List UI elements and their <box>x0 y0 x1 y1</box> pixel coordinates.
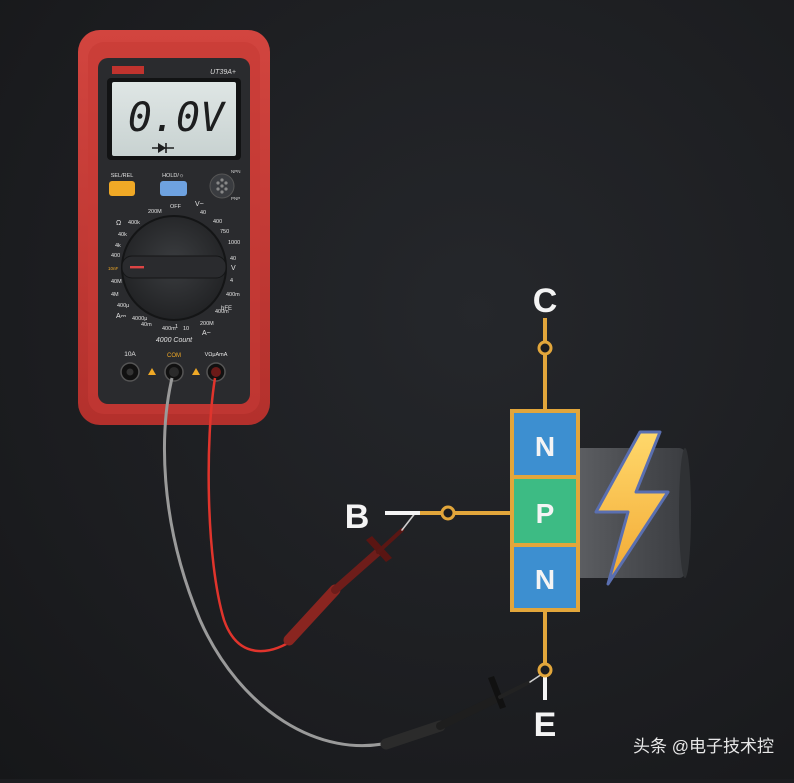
n-layer-bottom <box>514 547 576 608</box>
dial-hfe-label: hFE <box>221 306 232 312</box>
dial-aac-label: A~ <box>202 330 211 337</box>
dial-40-label: 40 <box>230 256 236 262</box>
hold-label: HOLD/☼ <box>162 173 184 179</box>
dial-off-label: OFF <box>170 204 182 210</box>
multimeter: UT39A+ 0.0V SEL/REL HOLD/☼ NPN PNP <box>78 30 270 425</box>
npn-label: NPN <box>231 169 241 174</box>
dial-40k-label: 40k <box>118 232 127 238</box>
dial-knob[interactable] <box>121 255 227 279</box>
sel-rel-label: SEL/REL <box>111 173 134 179</box>
dial-400ma-label: 400m <box>162 326 176 332</box>
dial-400v-label: 400 <box>213 219 222 225</box>
jack-v[interactable] <box>206 362 226 382</box>
count-label: 4000 Count <box>156 337 193 344</box>
dial-4m-label: 4M <box>111 292 119 298</box>
dial-400k-label: 400k <box>128 220 140 226</box>
dial-400-label: 400 <box>111 253 120 259</box>
jack-10a[interactable] <box>120 362 140 382</box>
dial-40m-label: 40M <box>111 279 122 285</box>
dial-400m-label: 400m <box>215 309 229 315</box>
collector-label: C <box>533 282 558 320</box>
lcd-reading: 0.0V <box>128 95 226 141</box>
dial-4000u-label: 4000μ <box>132 316 147 322</box>
lightning-icon <box>594 430 670 586</box>
dial-4k-label: 4k <box>115 243 121 249</box>
n-layer-top <box>514 413 576 475</box>
dial-40v-label: 40 <box>200 210 206 216</box>
jack-10a-label: 10A <box>124 351 136 358</box>
dial-1-label: 1 <box>175 324 178 330</box>
model-label: UT39A+ <box>210 69 236 76</box>
jack-v-label: VΩμAmA <box>205 352 228 358</box>
p-layer <box>514 479 576 543</box>
p-label: P <box>536 498 555 529</box>
dial-adc-label: A⎓ <box>116 313 127 320</box>
base-label: B <box>345 498 370 536</box>
emitter-label: E <box>534 706 557 744</box>
dial-400u-label: 400μ <box>117 303 129 309</box>
dial-10-label: 10 <box>183 326 189 332</box>
dial-1000-label: 1000 <box>228 240 240 246</box>
dial-40ma-label: 40m <box>141 322 152 328</box>
jack-com[interactable] <box>164 362 184 382</box>
dial-4-label: 4 <box>230 278 233 284</box>
transistor-diagram: C B E N P N <box>345 282 691 744</box>
hfe-socket[interactable] <box>209 173 235 199</box>
dial-vac-label: V~ <box>195 201 204 208</box>
jack-com-label: COM <box>167 353 181 359</box>
dial-ohm-label: Ω <box>116 220 121 227</box>
dial-750-label: 750 <box>220 229 229 235</box>
diode-icon <box>152 143 174 153</box>
dial-200m2-label: 200M <box>200 321 214 327</box>
brand-logo <box>112 66 144 74</box>
red-test-lead[interactable] <box>207 377 417 653</box>
pnp-label: PNP <box>231 196 240 201</box>
sel-rel-button[interactable] <box>109 181 135 196</box>
n-bottom-label: N <box>535 564 555 595</box>
dial-400mv-label: 400m <box>226 292 240 298</box>
black-test-lead[interactable] <box>163 377 546 750</box>
lcd-screen <box>112 82 236 156</box>
n-top-label: N <box>535 431 555 462</box>
hold-button[interactable] <box>160 181 187 196</box>
base-terminal[interactable] <box>440 505 456 521</box>
dial-vdc-label: V <box>231 265 236 272</box>
warning-icon <box>148 368 156 375</box>
dial-10nf-label: 10nF <box>108 266 119 271</box>
collector-terminal[interactable] <box>537 340 553 356</box>
dial-200m-label: 200M <box>148 209 162 215</box>
watermark: 头条 @电子技术控 <box>633 737 774 756</box>
emitter-terminal[interactable] <box>537 662 553 678</box>
warning-icon <box>192 368 200 375</box>
dial-scale: OFF V~ 200M 400k Ω 40k 4k 400 40M 4M 400… <box>108 201 240 337</box>
dial-pointer <box>130 266 144 269</box>
